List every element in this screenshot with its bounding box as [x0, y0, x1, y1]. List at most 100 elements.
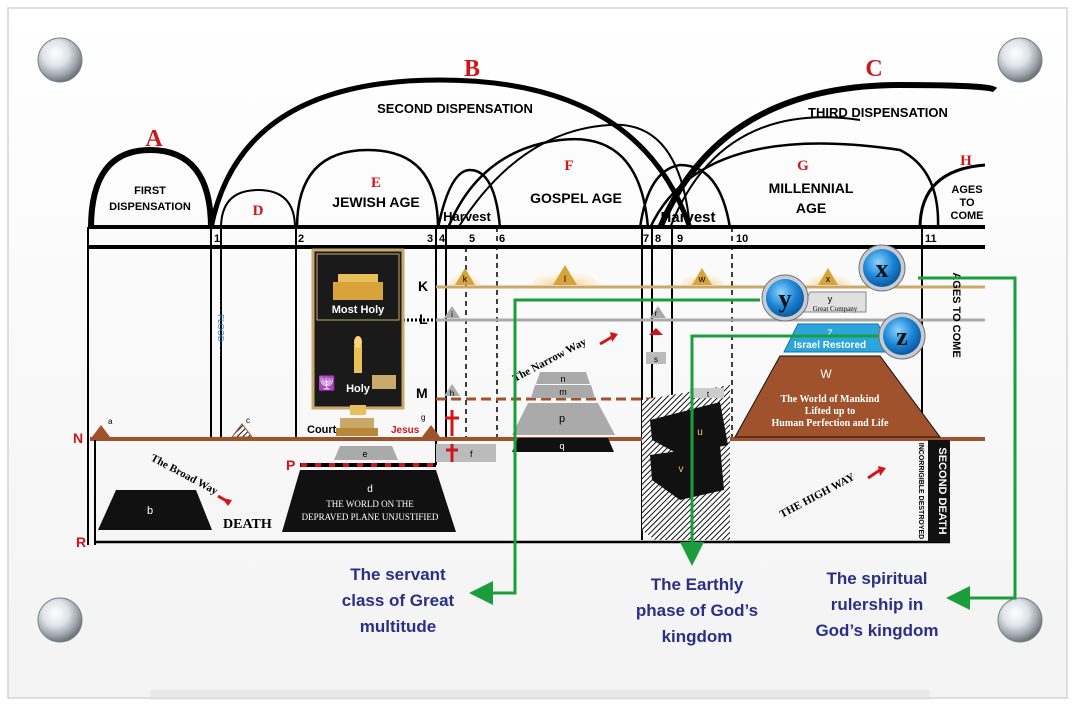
brazen-altar-icon: [340, 418, 374, 428]
svg-text:x: x: [826, 274, 831, 284]
svg-text:g: g: [421, 413, 425, 422]
svg-text:f: f: [470, 449, 473, 459]
first-dispensation-line2: DISPENSATION: [109, 201, 191, 213]
pyramid-s: s: [646, 328, 666, 364]
svg-text:s: s: [654, 355, 658, 364]
pyramid-p-label: p: [559, 413, 565, 425]
pyramid-m-label: m: [559, 387, 567, 397]
plane-label-n: N: [73, 430, 83, 446]
millennial-label-line2: AGE: [796, 200, 826, 216]
pyramid-n-label: n: [560, 374, 565, 384]
section-letter-b: B: [464, 56, 480, 82]
marker-8: 8: [655, 233, 661, 245]
ages-to-come-line1: AGES: [951, 184, 982, 196]
section-letter-a: A: [145, 126, 163, 152]
annotation-spiritual-line1: The spiritual: [826, 569, 927, 588]
world-depraved-line1: THE WORLD ON THE: [326, 499, 414, 509]
pyramid-c: c: [230, 416, 254, 438]
svg-text:b: b: [147, 505, 153, 517]
table-icon: [372, 375, 396, 389]
pyramid-w: w: [680, 267, 725, 285]
pyramid-r: r: [650, 306, 666, 318]
altar-icon: [354, 345, 362, 373]
marker-9: 9: [677, 233, 683, 245]
svg-text:c: c: [246, 416, 250, 425]
death-label: DEATH: [223, 517, 272, 532]
millennial-label-line1: MILLENNIAL: [769, 180, 854, 196]
plane-label-p: P: [286, 457, 295, 473]
badge-z[interactable]: z: [878, 312, 926, 360]
svg-text:r: r: [655, 309, 658, 318]
marker-2: 2: [298, 233, 304, 245]
second-death-bar: [928, 440, 950, 542]
svg-text:i: i: [451, 310, 453, 319]
plane-label-l: L: [419, 311, 428, 327]
pyramid-y-label: y: [828, 294, 833, 304]
menorah-icon: 🕎: [318, 375, 335, 392]
plane-label-m: M: [416, 385, 428, 401]
svg-text:z: z: [896, 322, 908, 351]
badge-x[interactable]: x: [858, 244, 906, 292]
jesus-label: Jesus: [391, 425, 420, 436]
annotation-servant-line1: The servant: [350, 565, 446, 584]
pyramid-t-label: t: [707, 390, 710, 399]
svg-text:l: l: [564, 274, 566, 284]
pyramid-k: k: [448, 267, 482, 285]
marker-5: 5: [469, 233, 475, 245]
laver-icon: [350, 405, 366, 415]
annotation-earthly-line3: kingdom: [662, 627, 733, 646]
pyramid-W-label: W: [820, 367, 832, 381]
svg-text:a: a: [108, 417, 113, 426]
annotation-servant-line3: multitude: [360, 617, 437, 636]
second-dispensation-label: SECOND DISPENSATION: [377, 101, 533, 116]
section-letter-d: D: [253, 203, 264, 219]
pyramid-l: l: [530, 265, 600, 285]
marker-10: 10: [736, 233, 748, 245]
gospel-age-label: GOSPEL AGE: [530, 190, 622, 206]
holy-label: Holy: [346, 383, 371, 395]
dispensation-arches: [88, 77, 998, 230]
incorrigible-label: INCORRIGIBLE DESTROYED: [917, 443, 924, 539]
arrow-icon: [599, 335, 613, 346]
plane-label-r: R: [76, 534, 86, 550]
annotation-earthly-line1: The Earthly: [651, 575, 744, 594]
pyramid-u-label: u: [697, 427, 703, 438]
second-death-label: SECOND DEATH: [936, 447, 948, 534]
first-dispensation-line1: FIRST: [134, 185, 166, 197]
pyramid-d: e d THE WORLD ON THE DEPRAVED PLANE UNJU…: [282, 446, 456, 532]
svg-text:y: y: [779, 284, 792, 313]
marker-4: 4: [439, 233, 446, 245]
pyramid-v-label: v: [679, 464, 684, 475]
bolt-icon: [37, 597, 83, 643]
world-depraved-line2: DEPRAVED PLANE UNJUSTIFIED: [302, 512, 439, 522]
section-letter-g: G: [797, 158, 809, 174]
world-of-mankind-line1: The World of Mankind: [780, 394, 879, 405]
period-markers: 1 2 3 4 5 6 7 8 9 10 11: [214, 233, 937, 245]
jewish-age-label: JEWISH AGE: [332, 194, 419, 210]
pyramid-h: h: [444, 384, 460, 398]
world-of-mankind-line3: Human Perfection and Life: [772, 418, 889, 429]
pyramid-q-label: q: [559, 441, 564, 451]
pyramid-a: a: [92, 417, 113, 437]
marker-1: 1: [214, 233, 220, 245]
marker-11: 11: [925, 233, 937, 245]
pyramid-x: x: [805, 267, 852, 285]
section-letter-f: F: [564, 158, 573, 174]
harvest-label-2: Harvest: [660, 209, 715, 226]
plane-label-k: K: [418, 278, 428, 294]
svg-text:k: k: [463, 274, 468, 284]
badge-y[interactable]: y: [761, 274, 809, 322]
marker-3: 3: [427, 233, 433, 245]
annotation-spiritual-line3: God’s kingdom: [815, 621, 938, 640]
ages-to-come-line2: TO: [959, 197, 975, 209]
israel-restored-label: Israel Restored: [794, 340, 866, 351]
svg-text:x: x: [876, 254, 889, 283]
ages-to-come-vertical: AGES TO COME: [950, 272, 962, 357]
harvest-pyramid-uvt: t u v: [642, 385, 730, 540]
annotation-servant-line2: class of Great: [342, 591, 455, 610]
cross-icon: [445, 410, 459, 462]
third-dispensation-label: THIRD DISPENSATION: [808, 105, 948, 120]
flood-label: · · · FLOOD · · ·: [216, 300, 225, 357]
pyramid-f: f: [436, 444, 496, 462]
